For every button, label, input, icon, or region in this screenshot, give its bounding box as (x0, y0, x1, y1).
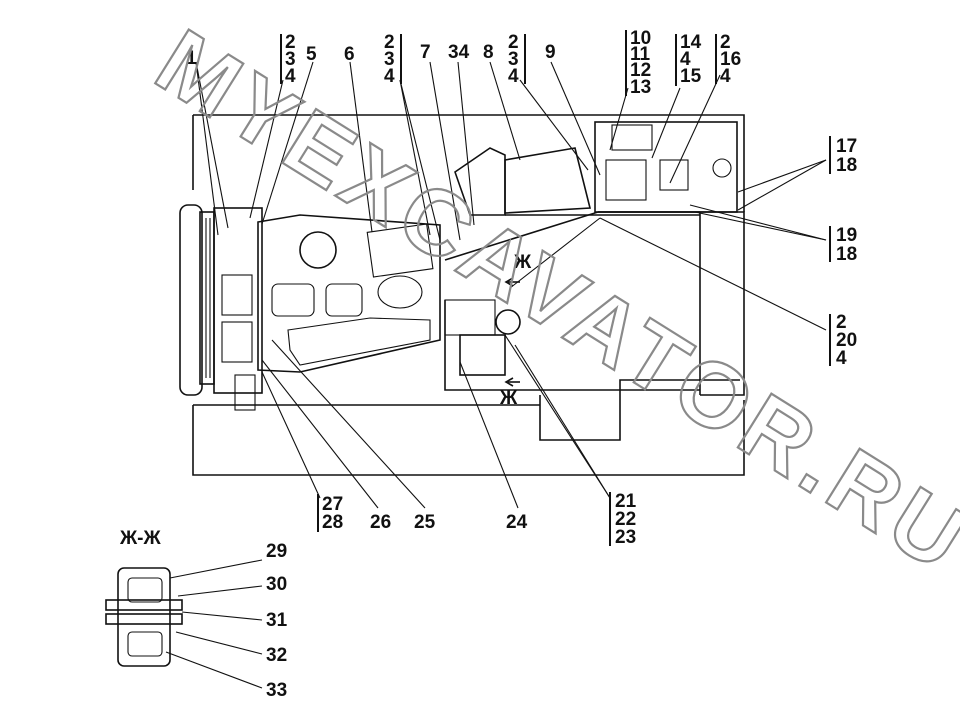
section-detail: Ж-Ж 29 30 31 32 33 (105, 528, 288, 701)
callout-11: 11 (630, 44, 651, 65)
callout-33: 33 (266, 680, 287, 701)
callout-2: 2 (720, 32, 731, 53)
callout-4: 4 (680, 49, 691, 70)
callout-9: 9 (545, 42, 556, 63)
callout-18: 18 (836, 155, 857, 176)
section-title: Ж-Ж (119, 528, 161, 549)
callout-31: 31 (266, 610, 288, 631)
callout-32: 32 (266, 645, 287, 666)
callout-10: 10 (630, 28, 651, 49)
callout-26: 26 (370, 512, 391, 533)
callout-3: 3 (508, 49, 519, 70)
callout-12: 12 (630, 60, 651, 81)
callout-23: 23 (615, 527, 636, 548)
callout-2: 2 (836, 312, 847, 333)
callout-28: 28 (322, 512, 343, 533)
callout-24: 24 (506, 512, 528, 533)
callout-25: 25 (414, 512, 436, 533)
callout-20: 20 (836, 330, 857, 351)
callout-16: 16 (720, 49, 741, 70)
callout-2: 2 (508, 32, 519, 53)
section-marker-top: Ж (513, 252, 532, 273)
callout-4: 4 (720, 66, 731, 87)
platform-drawing (179, 114, 745, 476)
callout-13: 13 (630, 77, 651, 98)
callout-34: 34 (448, 42, 470, 63)
callout-1: 1 (186, 48, 197, 69)
callout-5: 5 (306, 44, 317, 65)
callout-7: 7 (420, 42, 431, 63)
section-marker-bottom: Ж (499, 388, 518, 409)
callout-2: 2 (285, 32, 296, 53)
callout-4: 4 (285, 66, 296, 87)
callout-14: 14 (680, 32, 702, 53)
callout-3: 3 (384, 49, 395, 70)
callout-21: 21 (615, 491, 637, 512)
callout-2: 2 (384, 32, 395, 53)
callout-4: 4 (836, 348, 847, 369)
callout-4: 4 (508, 66, 519, 87)
callout-6: 6 (344, 44, 355, 65)
leader-lines (195, 61, 827, 509)
callout-22: 22 (615, 509, 636, 530)
callout-labels: 1 2 3 4 5 6 2 3 4 7 34 8 2 3 4 9 10 11 1… (186, 28, 857, 548)
callout-4: 4 (384, 66, 395, 87)
callout-29: 29 (266, 541, 287, 562)
callout-19: 19 (836, 225, 857, 246)
callout-15: 15 (680, 66, 702, 87)
callout-18: 18 (836, 244, 857, 265)
callout-8: 8 (483, 42, 494, 63)
callout-27: 27 (322, 494, 343, 515)
callout-3: 3 (285, 49, 296, 70)
callout-17: 17 (836, 136, 857, 157)
callout-30: 30 (266, 574, 287, 595)
